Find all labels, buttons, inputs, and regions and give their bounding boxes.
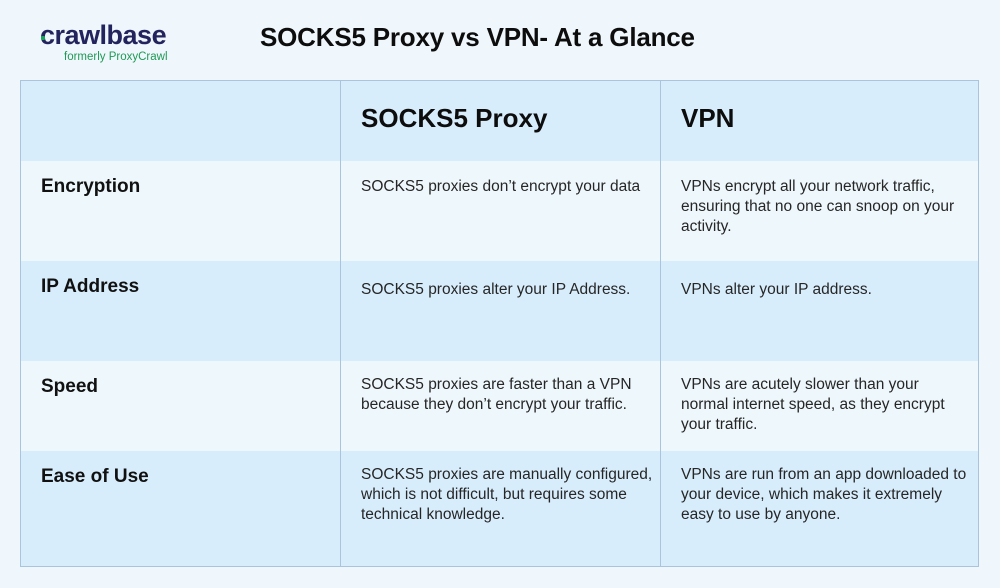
comparison-table: SOCKS5 Proxy VPN Encryption SOCKS5 proxi…: [20, 80, 979, 567]
vpn-cell: VPNs encrypt all your network traffic, e…: [681, 178, 955, 235]
table-row-encryption: Encryption SOCKS5 proxies don’t encrypt …: [21, 161, 978, 261]
column-header-vpn: VPN: [681, 103, 735, 133]
feature-label: Speed: [41, 376, 99, 397]
table-header-row: SOCKS5 Proxy VPN: [21, 81, 978, 161]
vpn-cell: VPNs alter your IP address.: [681, 281, 872, 298]
crawlbase-logo: crawlbase formerly ProxyCrawl: [40, 22, 168, 64]
socks5-cell: SOCKS5 proxies alter your IP Address.: [341, 261, 661, 361]
logo-dot-icon: [41, 36, 45, 40]
vpn-cell: VPNs are acutely slower than your normal…: [681, 376, 945, 433]
logo-name: crawlbase: [40, 20, 167, 50]
header-cell-vpn: VPN: [661, 81, 978, 161]
feature-cell: Speed: [21, 361, 341, 451]
feature-cell: Encryption: [21, 161, 341, 261]
logo-tagline: formerly ProxyCrawl: [64, 51, 168, 63]
header-cell-socks5: SOCKS5 Proxy: [341, 81, 661, 161]
feature-label: Encryption: [41, 176, 141, 197]
socks5-cell: SOCKS5 proxies are faster than a VPN bec…: [341, 361, 661, 451]
page-title: SOCKS5 Proxy vs VPN- At a Glance: [260, 22, 695, 52]
table-row-ease-of-use: Ease of Use SOCKS5 proxies are manually …: [21, 451, 978, 566]
header-cell-empty: [21, 81, 341, 161]
socks5-cell: SOCKS5 proxies don’t encrypt your data: [341, 161, 661, 261]
vpn-cell: VPNs are run from an app downloaded to y…: [681, 466, 967, 523]
feature-cell: IP Address: [21, 261, 341, 361]
feature-label: Ease of Use: [41, 466, 149, 487]
socks5-cell: SOCKS5 proxies are manually configured, …: [341, 451, 661, 566]
logo-wordmark: crawlbase: [40, 22, 168, 49]
table-row-speed: Speed SOCKS5 proxies are faster than a V…: [21, 361, 978, 451]
column-header-socks5: SOCKS5 Proxy: [361, 103, 548, 133]
feature-label: IP Address: [41, 276, 140, 297]
feature-cell: Ease of Use: [21, 451, 341, 566]
table-row-ip-address: IP Address SOCKS5 proxies alter your IP …: [21, 261, 978, 361]
